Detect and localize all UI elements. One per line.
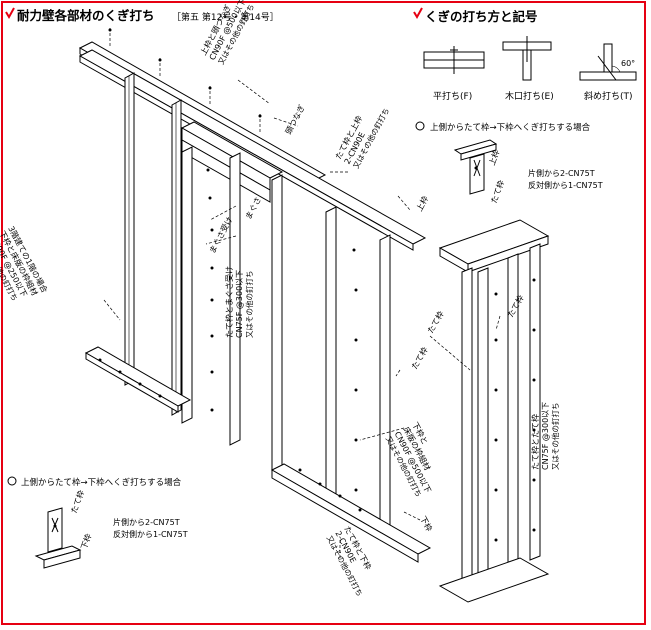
corner-stud-4 (529, 243, 541, 561)
diagram-subtitle: ［第五 第12号・第14号］ (172, 11, 279, 23)
label-header-text: まぐさ (244, 196, 263, 221)
label-head-tie-text: 頭つなぎ (283, 103, 307, 136)
stud-center-3 (379, 234, 391, 536)
end-nail-symbol (502, 36, 552, 81)
stud-left-1 (124, 72, 135, 386)
label-top-plates: 上枠と頭つなぎ CN90F @500以下 又はその他の釘打ち (198, 0, 256, 66)
flat-nail-symbol (423, 46, 485, 74)
legend-angle-label: 60° (621, 59, 635, 68)
diagram-title: 耐力壁各部材のくぎ打ち (17, 8, 155, 23)
label-bottom-plate-text: 下枠 (418, 514, 434, 533)
title-check-icon (5, 7, 15, 19)
case-bottom-detail-drawing (34, 507, 82, 569)
legend-title: くぎの打ち方と記号 (425, 9, 538, 24)
label-stud-stud-line2: CN75F @300以下 (541, 402, 550, 470)
case-top-bullet-icon (415, 121, 425, 131)
corner-top-plate (438, 219, 550, 273)
label-stud-stud-line1: たて枠とたて枠 (530, 414, 540, 470)
label-stud-header-support-line1: たて枠とまぐさ受け (224, 266, 234, 338)
label-stud-center: たて枠 (409, 345, 430, 371)
case-top-spec1: 片側から2-CN75T (528, 168, 595, 178)
label-stud-stud-line3: 又はその他の釘打ち (550, 403, 560, 471)
bottom-plate-left (84, 346, 192, 413)
corner-stud-1 (461, 267, 473, 587)
corner-stud-2 (477, 267, 489, 585)
case-bottom-label-tate: たて枠 (68, 489, 86, 515)
case-top-detail-drawing (453, 139, 498, 195)
stud-center-2 (325, 206, 337, 506)
nail-dots (98, 28, 536, 542)
label-stud-stud: たて枠とたて枠 CN75F @300以下 又はその他の釘打ち (530, 402, 560, 470)
label-head-tie: 頭つなぎ (283, 103, 307, 136)
legend-toe-label: 斜め打ち(T) (584, 90, 633, 102)
leader-lines (103, 28, 501, 560)
case-top-heading: 上側からたて枠→下枠へくぎ打ちする場合 (430, 122, 591, 133)
header-beam (180, 121, 284, 203)
legend-check-icon (413, 7, 423, 19)
case-bottom-label-shita: 下枠 (78, 532, 93, 550)
label-top-plate: 上枠 (414, 194, 430, 213)
label-floor-frame: 3階建ての1階の場合 下枠と床版の枠組材 CN90F @250以下 又はその他の… (0, 224, 50, 302)
label-stud-corner-1: たて枠 (425, 309, 446, 335)
case-top-spec2: 反対側から1-CN75T (528, 180, 603, 190)
case-bottom-spec1: 片側から2-CN75T (113, 517, 180, 527)
stud-left-2 (171, 99, 182, 416)
label-stud-top-plate: たて枠と上枠 2-CN90E 又はその他の釘打ち (333, 106, 391, 170)
label-header: まぐさ (244, 196, 263, 221)
label-stud-header-support-line2: CN75F @300以下 (235, 270, 244, 338)
case-bottom-heading: 上側からたて枠→下枠へくぎ打ちする場合 (21, 477, 182, 488)
legend-flat-label: 平打ち(F) (433, 90, 472, 102)
label-stud-center-text: たて枠 (409, 345, 430, 371)
stud-center-1 (271, 174, 283, 478)
toe-nail-symbol (579, 43, 637, 81)
label-stud-header-support-line3: 又はその他の釘打ち (244, 271, 254, 339)
label-bottom-floor: 下枠と 床版の枠組材 CN90F @500以下 又はその他の釘打ち (384, 420, 433, 498)
case-top-label-tate: たて枠 (488, 179, 506, 205)
bottom-plate-right (270, 463, 432, 563)
header-support-right (229, 152, 241, 446)
corner-bottom-plate (438, 557, 550, 603)
header-support-left (181, 146, 193, 424)
case-bottom-spec2: 反対側から1-CN75T (113, 529, 188, 539)
case-bottom-bullet-icon (7, 476, 17, 486)
label-stud-header-support: たて枠とまぐさ受け CN75F @300以下 又はその他の釘打ち (224, 266, 254, 338)
label-bottom-plate: 下枠 (418, 514, 434, 533)
legend-end-label: 木口打ち(E) (505, 90, 554, 102)
label-top-plate-text: 上枠 (414, 194, 430, 213)
label-stud-corner-1-text: たて枠 (425, 309, 446, 335)
